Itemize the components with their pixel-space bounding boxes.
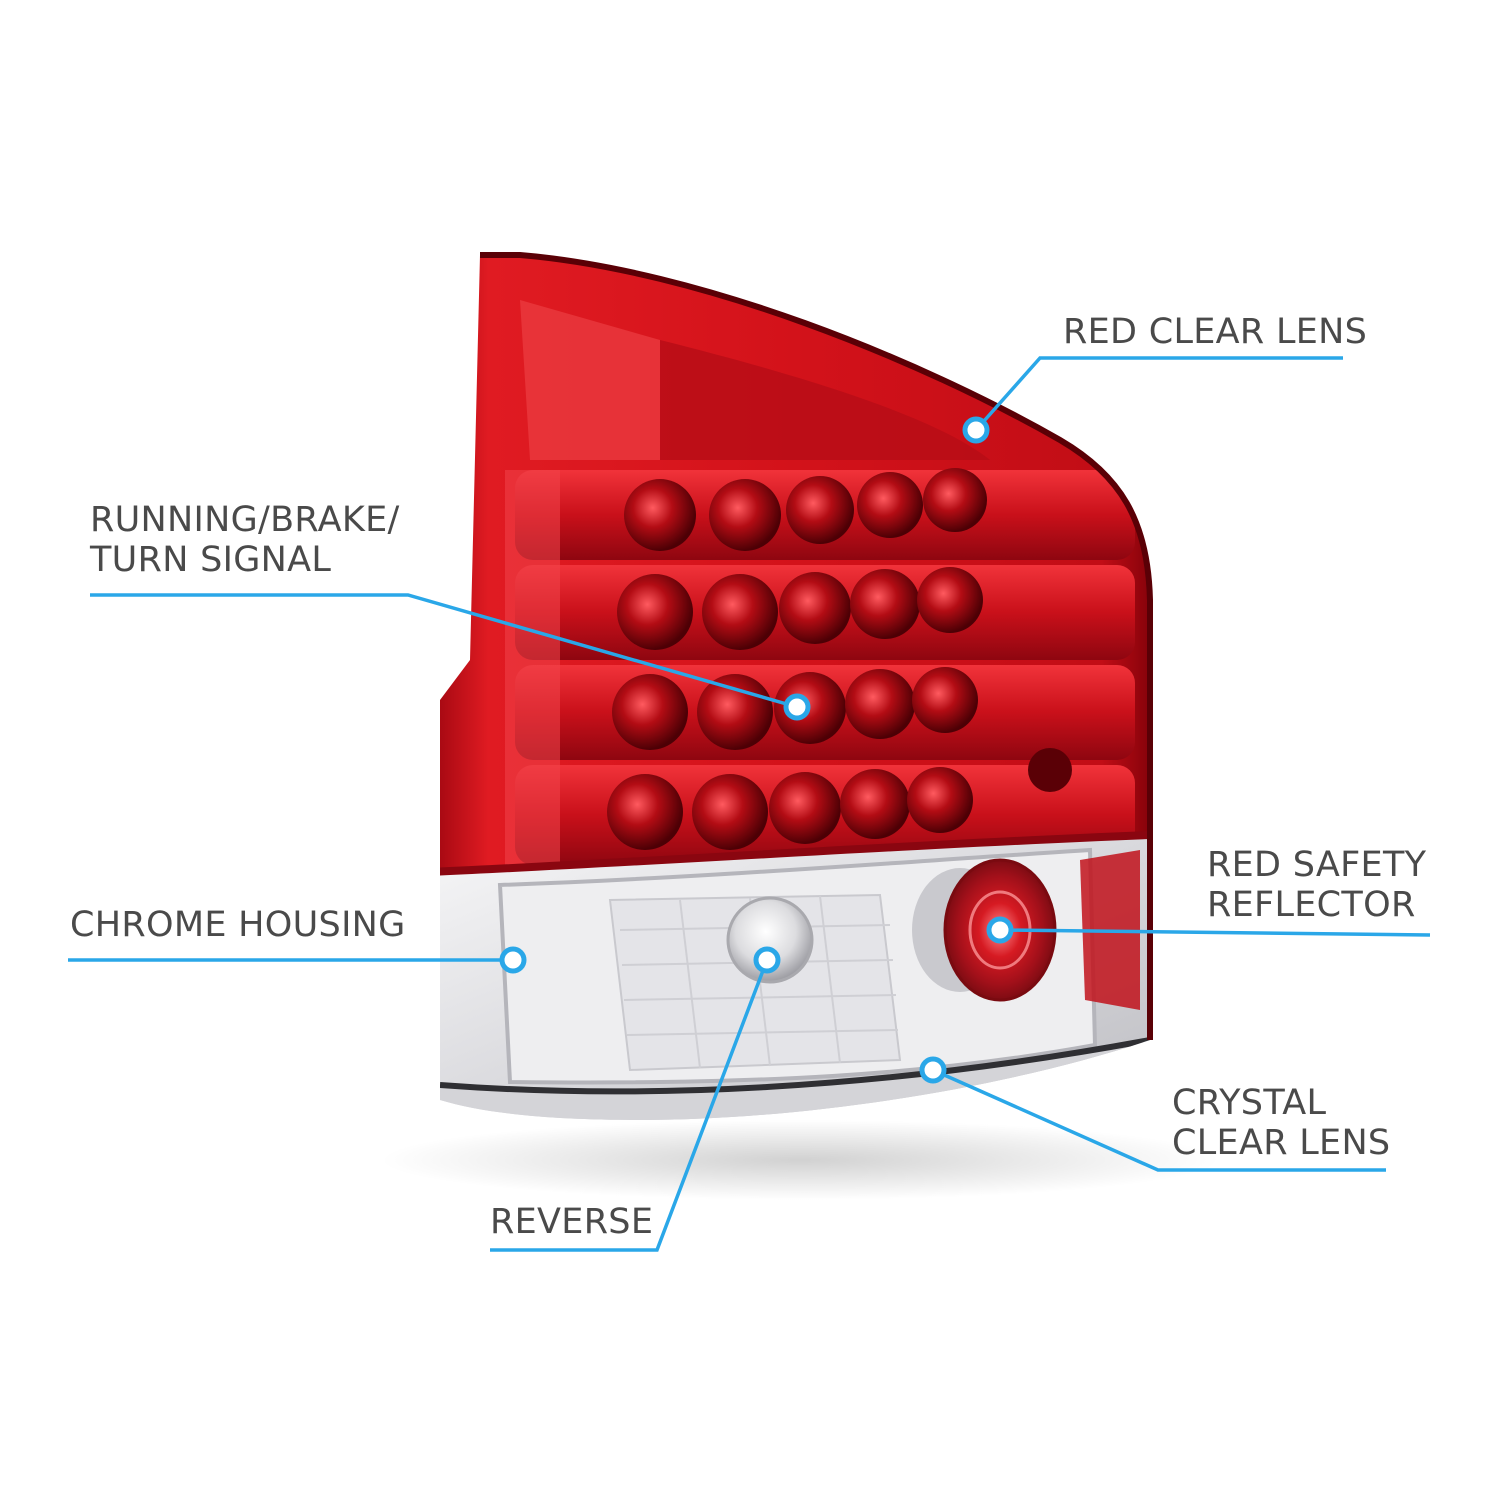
tail-light xyxy=(440,255,1150,1120)
label-chrome-housing: CHROME HOUSING xyxy=(70,905,406,945)
label-reverse-text: REVERSE xyxy=(490,1202,654,1242)
label-running-brake-turn: RUNNING/BRAKE/ TURN SIGNAL xyxy=(90,500,400,580)
label-chrome-housing-text: CHROME HOUSING xyxy=(70,905,406,945)
dot-red-safety-reflector xyxy=(986,916,1014,944)
label-red-safety-line1: RED SAFETY xyxy=(1207,845,1427,885)
label-running-brake-line1: RUNNING/BRAKE/ xyxy=(90,500,400,540)
label-crystal-line1: CRYSTAL xyxy=(1172,1083,1327,1123)
label-red-clear-lens: RED CLEAR LENS xyxy=(1063,312,1367,352)
label-red-safety-reflector: RED SAFETY REFLECTOR xyxy=(1207,845,1426,925)
label-running-brake-line2: TURN SIGNAL xyxy=(90,540,332,580)
label-reverse: REVERSE xyxy=(490,1202,653,1242)
dot-red-clear-lens xyxy=(962,416,990,444)
callout-dots xyxy=(499,416,1014,1084)
dot-running-brake xyxy=(783,693,811,721)
label-red-clear-lens-text: RED CLEAR LENS xyxy=(1063,312,1368,352)
dot-crystal-clear-lens xyxy=(919,1056,947,1084)
floor-shadow xyxy=(380,1120,1220,1200)
dot-chrome-housing xyxy=(499,946,527,974)
dot-reverse xyxy=(753,946,781,974)
callout-lines xyxy=(68,356,1431,1252)
label-crystal-line2: CLEAR LENS xyxy=(1172,1123,1391,1163)
reverse-lens xyxy=(726,896,814,984)
label-red-safety-line2: REFLECTOR xyxy=(1207,885,1416,925)
label-crystal-clear-lens: CRYSTAL CLEAR LENS xyxy=(1172,1083,1390,1163)
